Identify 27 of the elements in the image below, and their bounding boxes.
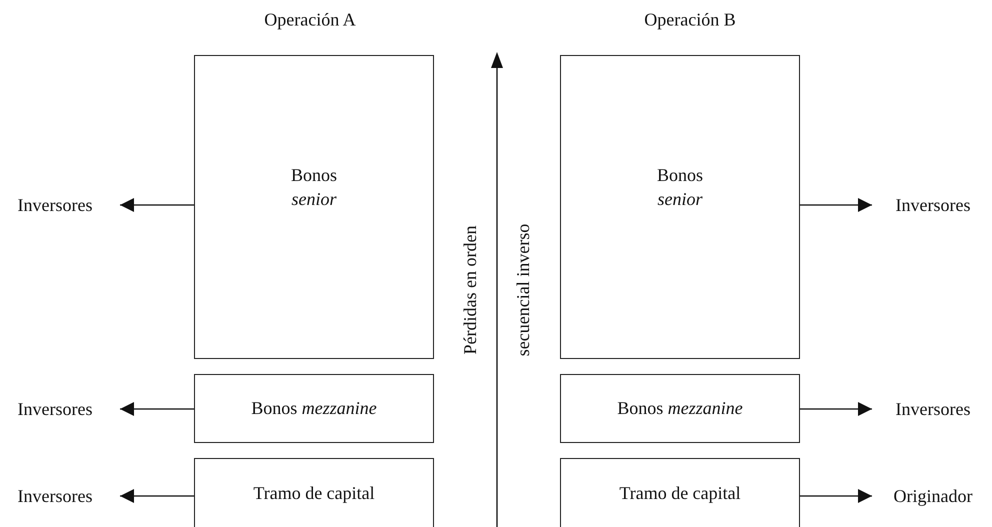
party-name: Inversores [878,396,988,422]
tranche-box [560,55,800,359]
tranche-name: Bonos senior [290,164,338,211]
party-name: Originador [878,483,988,509]
tranche-name: Bonos mezzanine [251,398,377,419]
tranche-name: Bonos mezzanine [617,398,743,419]
party-name: Inversores [4,483,106,509]
tranche-name: Tramo de capital [619,483,741,504]
tranche-box [194,458,434,527]
party-name: Inversores [4,396,106,422]
arrow [800,402,872,416]
tranche-box [560,458,800,527]
tranche-name: Tramo de capital [253,483,375,504]
party-name: Inversores [4,192,106,218]
tranche-box [194,55,434,359]
tranche-box [194,374,434,443]
arrow [800,198,872,212]
arrow [120,402,194,416]
arrow [800,489,872,503]
arrow [120,198,194,212]
arrow [120,489,194,503]
axis-title: Pérdidas en orden secuencial inverso [459,222,534,358]
party-name: Inversores [878,192,988,218]
tranche-name: Bonos senior [656,164,704,211]
column-heading: Operación B [644,10,736,30]
tranche-box [560,374,800,443]
column-heading: Operación A [264,10,356,30]
